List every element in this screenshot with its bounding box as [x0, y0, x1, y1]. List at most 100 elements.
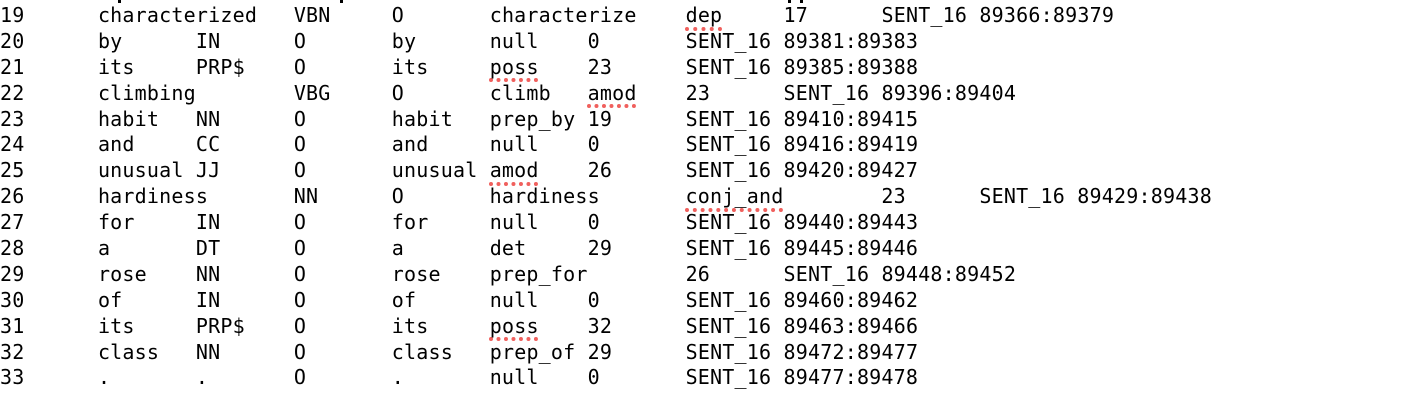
token-text: characterized	[97, 3, 258, 27]
relation-text: prep_for	[489, 261, 588, 286]
pos-tag-text: NN	[293, 184, 319, 209]
token-text: habit	[97, 106, 160, 131]
ner-tag-text: O	[391, 3, 405, 27]
lemma-text: of	[391, 287, 417, 312]
ner-tag-text: O	[293, 210, 307, 235]
ner-tag-text: O	[293, 339, 307, 364]
ner-tag-text: O	[293, 261, 307, 286]
text-line[interactable]: 26 hardiness NN O hardiness conj_and 23 …	[0, 184, 1212, 210]
text-line[interactable]: 19 characterized VBN O characterize dep …	[0, 3, 1212, 29]
head-index-text: 19	[587, 106, 613, 131]
ner-tag-text: O	[293, 106, 307, 131]
ner-tag-text: O	[293, 28, 307, 53]
head-index-text: 29	[587, 339, 613, 364]
relation-text: prep_of	[489, 339, 576, 364]
sentence-id-text: SENT_16	[685, 28, 772, 53]
text-line[interactable]: 23 habit NN O habit prep_by 19 SENT_16 8…	[0, 107, 1212, 133]
text-line[interactable]: 24 and CC O and null 0 SENT_16 89416:894…	[0, 132, 1212, 158]
line-index-text: 22	[0, 80, 25, 105]
lemma-text: .	[391, 365, 404, 390]
lemma-text: by	[391, 28, 417, 53]
text-line[interactable]: 28 a DT O a det 29 SENT_16 89445:89446	[0, 236, 1212, 262]
ner-tag-text: O	[293, 365, 307, 390]
char-span-text: 89460:89462	[783, 287, 919, 312]
text-line[interactable]: 31 its PRP$ O its poss 32 SENT_16 89463:…	[0, 314, 1212, 340]
previous-line-fragment	[0, 0, 1418, 3]
sentence-id-text: SENT_16	[783, 80, 870, 105]
text-line[interactable]: 25 unusual JJ O unusual amod 26 SENT_16 …	[0, 158, 1212, 184]
relation-text: null	[489, 365, 539, 390]
pos-tag-text: IN	[195, 28, 221, 53]
head-index-text: 0	[587, 287, 600, 312]
line-index-text: 25	[0, 158, 25, 183]
pos-tag-text: .	[195, 365, 209, 390]
token-text: and	[97, 132, 135, 157]
pos-tag-text: PRP$	[195, 54, 245, 79]
lemma-text: habit	[391, 106, 453, 131]
line-index-text: 27	[0, 210, 25, 235]
text-line[interactable]: 33 . . O . null 0 SENT_16 89477:89478	[0, 365, 1212, 391]
ner-tag-text: O	[293, 313, 307, 338]
sentence-id-text: SENT_16	[685, 339, 772, 364]
line-index-text: 31	[0, 313, 25, 338]
ner-tag-text: O	[391, 184, 404, 209]
text-line[interactable]: 32 class NN O class prep_of 29 SENT_16 8…	[0, 340, 1212, 366]
relation-text: null	[489, 210, 539, 235]
ner-tag-text: O	[293, 287, 307, 312]
sentence-id-text: SENT_16	[979, 184, 1066, 209]
spellcheck-flagged-word: conj_and	[685, 184, 784, 209]
char-span-text: 89381:89383	[783, 28, 919, 53]
line-index-text: 23	[0, 106, 25, 131]
head-index-text: 0	[587, 210, 600, 235]
relation-text: prep_by	[489, 106, 576, 131]
sentence-id-text: SENT_16	[783, 261, 870, 286]
line-index-text: 33	[0, 365, 25, 390]
text-line[interactable]: 20 by IN O by null 0 SENT_16 89381:89383	[0, 29, 1212, 55]
sentence-id-text: SENT_16	[685, 158, 772, 183]
char-span-text: 89472:89477	[783, 339, 919, 364]
char-span-text: 89448:89452	[881, 261, 1017, 286]
ner-tag-text: O	[293, 54, 307, 79]
ner-tag-text: O	[293, 132, 307, 157]
text-line[interactable]: 21 its PRP$ O its poss 23 SENT_16 89385:…	[0, 55, 1212, 81]
text-line[interactable]: 22 climbing VBG O climb amod 23 SENT_16 …	[0, 81, 1212, 107]
char-span-text: 89396:89404	[881, 80, 1017, 105]
head-index-text: 23	[881, 184, 906, 209]
lemma-text: class	[391, 339, 453, 364]
pos-tag-text: JJ	[195, 158, 221, 183]
line-index-text: 32	[0, 339, 25, 364]
glyph-fragment	[118, 0, 121, 3]
sentence-id-text: SENT_16	[685, 313, 772, 338]
sentence-id-text: SENT_16	[685, 132, 772, 157]
line-index-text: 26	[0, 184, 25, 209]
text-line[interactable]: 30 of IN O of null 0 SENT_16 89460:89462	[0, 288, 1212, 314]
spellcheck-flagged-word: amod	[489, 158, 539, 183]
pos-tag-text: CC	[195, 132, 221, 157]
sentence-id-text: SENT_16	[685, 210, 772, 235]
sentence-id-text: SENT_16	[685, 287, 772, 312]
token-text: unusual	[97, 158, 184, 183]
glyph-fragment	[340, 0, 343, 3]
token-text: of	[97, 287, 123, 312]
line-index-text: 19	[0, 3, 25, 27]
token-text: its	[97, 54, 135, 79]
pos-tag-text: PRP$	[195, 313, 245, 338]
pos-tag-text: IN	[195, 287, 221, 312]
token-text: a	[97, 236, 111, 261]
glyph-fragment	[800, 0, 803, 3]
text-line[interactable]: 27 for IN O for null 0 SENT_16 89440:894…	[0, 210, 1212, 236]
lemma-text: its	[391, 54, 429, 79]
token-text: rose	[97, 261, 147, 286]
token-text: hardiness	[97, 184, 209, 209]
ner-tag-text: O	[293, 158, 307, 183]
sentence-id-text: SENT_16	[881, 3, 968, 27]
lemma-text: a	[391, 236, 404, 261]
spellcheck-flagged-word: dep	[685, 3, 723, 27]
lemma-text: climb	[489, 80, 551, 105]
document-body[interactable]: 19 characterized VBN O characterize dep …	[0, 3, 1212, 391]
char-span-text: 89385:89388	[783, 54, 919, 79]
head-index-text: 26	[685, 261, 711, 286]
head-index-text: 0	[587, 132, 600, 157]
text-line[interactable]: 29 rose NN O rose prep_for 26 SENT_16 89…	[0, 262, 1212, 288]
